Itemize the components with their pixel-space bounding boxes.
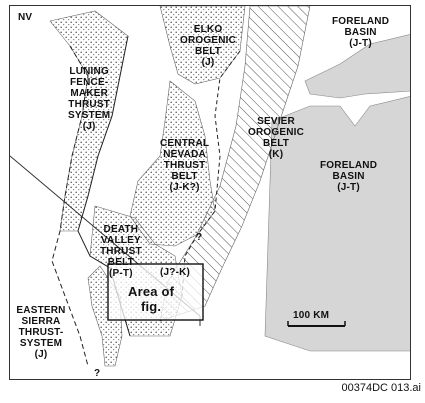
thrust-fault-line-west bbox=[51, 45, 89, 367]
query-mark-bottom: ? bbox=[94, 368, 101, 379]
label-central-nevada: CENTRAL NEVADA THRUST BELT (J-K?) bbox=[160, 138, 210, 193]
label-luning-fencemaker: LUNING FENCE- MAKER THRUST SYSTEM (J) bbox=[68, 66, 111, 132]
central-nevada-belt-region bbox=[129, 80, 216, 247]
foreland-basin-region bbox=[264, 96, 410, 352]
label-elko-belt: ELKO OROGENIC BELT (J) bbox=[180, 24, 237, 68]
query-mark-mid: ? bbox=[196, 232, 203, 243]
map-canvas bbox=[10, 6, 410, 367]
label-eastern-sierra: EASTERN SIERRA THRUST- SYSTEM (J) bbox=[16, 305, 66, 360]
thrust-fault-line-east bbox=[181, 50, 241, 297]
foreland-basin-north-region bbox=[304, 34, 410, 99]
elko-belt-region bbox=[159, 6, 246, 85]
label-foreland-basin-main: FORELAND BASIN (J-T) bbox=[320, 160, 378, 193]
map-frame: NV ELKO OROGENIC BELT (J) FORELAND BASIN… bbox=[9, 5, 411, 380]
area-of-figure-box bbox=[107, 263, 204, 321]
sevier-belt-region bbox=[159, 6, 311, 322]
area-of-figure-label: Area of fig. bbox=[128, 284, 175, 314]
state-label-nv: NV bbox=[18, 12, 33, 23]
figure-id-caption: 00374DC 013.ai bbox=[341, 382, 421, 394]
label-age-jk: (J?-K) bbox=[160, 267, 191, 278]
label-foreland-basin-north: FORELAND BASIN (J-T) bbox=[332, 16, 390, 49]
label-death-valley: DEATH VALLEY THRUST BELT (P-T) bbox=[100, 224, 142, 279]
scale-bar-label: 100 KM bbox=[293, 310, 330, 321]
label-sevier-belt: SEVIER OROGENIC BELT (K) bbox=[248, 116, 305, 160]
